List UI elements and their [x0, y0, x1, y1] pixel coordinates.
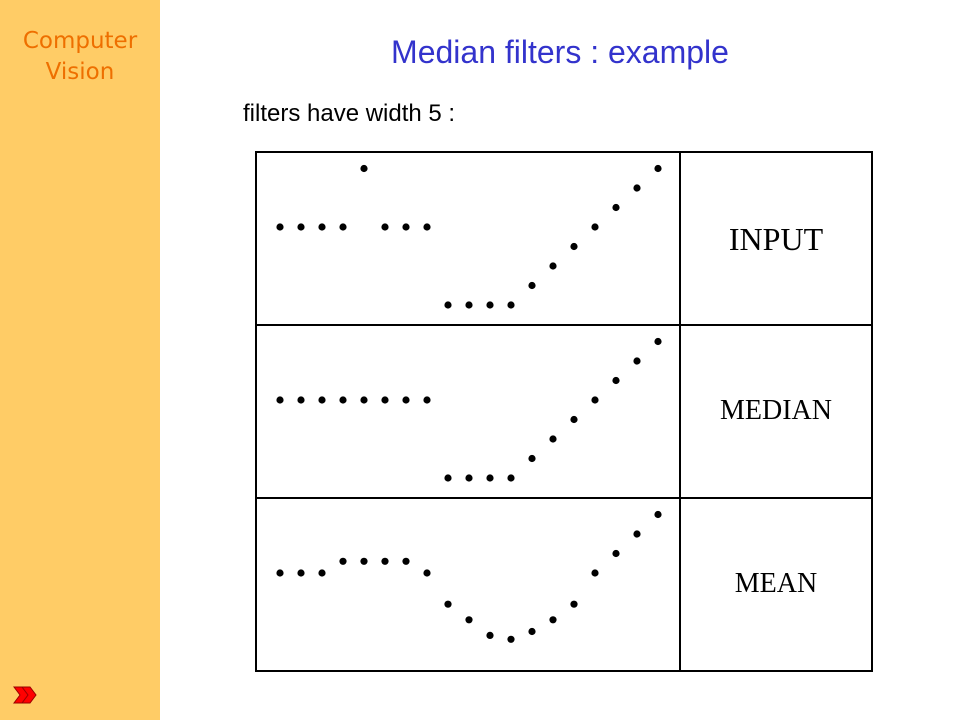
data-point [402, 557, 410, 565]
data-point [276, 396, 284, 404]
data-point [465, 301, 473, 309]
data-point [339, 223, 347, 231]
data-point [444, 600, 452, 608]
panel-label: MEDIAN [720, 395, 832, 426]
data-point [444, 301, 452, 309]
data-point [297, 223, 305, 231]
data-point [465, 616, 473, 624]
data-point [423, 569, 431, 577]
data-point [486, 631, 494, 639]
panel-median: MEDIAN [276, 337, 832, 482]
data-point [360, 164, 368, 173]
panel-label: INPUT [729, 221, 824, 257]
panel-mean: MEAN [276, 510, 817, 643]
data-point [402, 223, 410, 231]
data-point [633, 184, 641, 192]
data-point [318, 223, 326, 231]
data-point [423, 396, 431, 404]
data-point [570, 242, 578, 251]
data-point [318, 396, 326, 404]
data-point [360, 557, 368, 565]
data-point [612, 203, 620, 212]
data-point [486, 301, 494, 309]
data-point [339, 557, 347, 565]
data-point [654, 164, 662, 173]
data-point [381, 396, 389, 404]
slide-title: Median filters : example [391, 34, 729, 70]
data-point [381, 223, 389, 231]
right-arrow-icon[interactable] [10, 682, 46, 708]
data-point [339, 396, 347, 404]
data-point [486, 474, 494, 482]
data-point [612, 376, 620, 385]
slide-subtitle: filters have width 5 : [243, 100, 456, 127]
panel-input: INPUT [276, 164, 824, 309]
data-point [507, 635, 515, 643]
data-point [297, 396, 305, 404]
data-point [654, 337, 662, 346]
data-point [318, 569, 326, 577]
data-point [423, 223, 431, 231]
data-point [570, 600, 578, 608]
data-point [528, 281, 536, 290]
brand-logo-text: Computer Vision [0, 26, 160, 88]
data-point [444, 474, 452, 482]
sidebar: Computer Vision [0, 0, 160, 720]
data-point [549, 435, 557, 443]
data-point [591, 569, 599, 577]
data-point [528, 454, 536, 463]
data-point [591, 396, 599, 404]
brand-line-1: Computer [22, 28, 138, 54]
data-point [633, 357, 641, 365]
data-point [276, 569, 284, 577]
data-point [402, 396, 410, 404]
data-point [528, 627, 536, 636]
data-point [507, 301, 515, 309]
data-point [591, 223, 599, 231]
data-point [570, 415, 578, 424]
data-point [633, 530, 641, 538]
data-point [465, 474, 473, 482]
data-point [507, 474, 515, 482]
data-point [654, 510, 662, 519]
data-point [381, 557, 389, 565]
data-point [276, 223, 284, 231]
filter-example-figure: INPUT MEDIAN MEAN [255, 151, 873, 672]
data-point [549, 616, 557, 624]
panel-label: MEAN [735, 568, 817, 599]
data-point [549, 262, 557, 270]
data-point [297, 569, 305, 577]
data-point [612, 549, 620, 558]
brand-line-2: Vision [45, 59, 115, 85]
data-point [360, 396, 368, 404]
figure-frame [255, 151, 873, 672]
